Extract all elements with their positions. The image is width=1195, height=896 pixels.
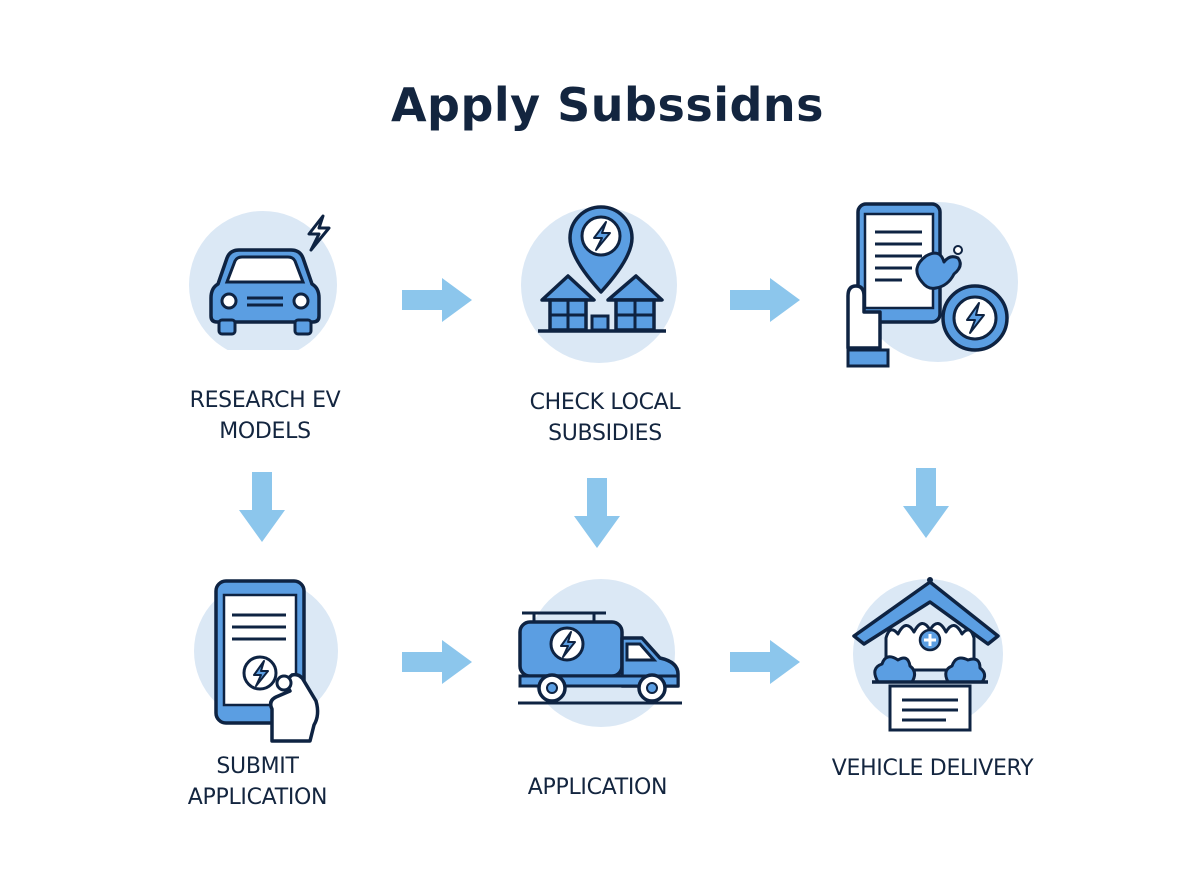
step-label-check-subsidies: CHECK LOCAL SUBSIDIES (529, 390, 681, 446)
step-label-application: APPLICATION (527, 775, 668, 800)
arrow-down-icon (903, 468, 949, 538)
delivery-truck-icon (518, 579, 682, 727)
tablet-hand-icon (194, 579, 338, 743)
diagram-title: Apply Subssidns (390, 78, 825, 132)
phone-document-icon (846, 202, 1018, 368)
arrow-down-icon (239, 472, 285, 542)
step-label-submit: SUBMIT APPLICATION (187, 754, 328, 810)
arrow-right-icon (730, 640, 800, 684)
car-icon (189, 211, 337, 350)
home-delivery-icon (852, 577, 1003, 732)
map-pin-houses-icon (521, 205, 677, 363)
arrow-down-icon (574, 478, 620, 548)
arrow-right-icon (402, 640, 472, 684)
step-label-vehicle-delivery: VEHICLE DELIVERY (831, 756, 1034, 781)
arrow-right-icon (402, 278, 472, 322)
step-label-research: RESEARCH EV MODELS (189, 388, 341, 444)
arrow-right-icon (730, 278, 800, 322)
